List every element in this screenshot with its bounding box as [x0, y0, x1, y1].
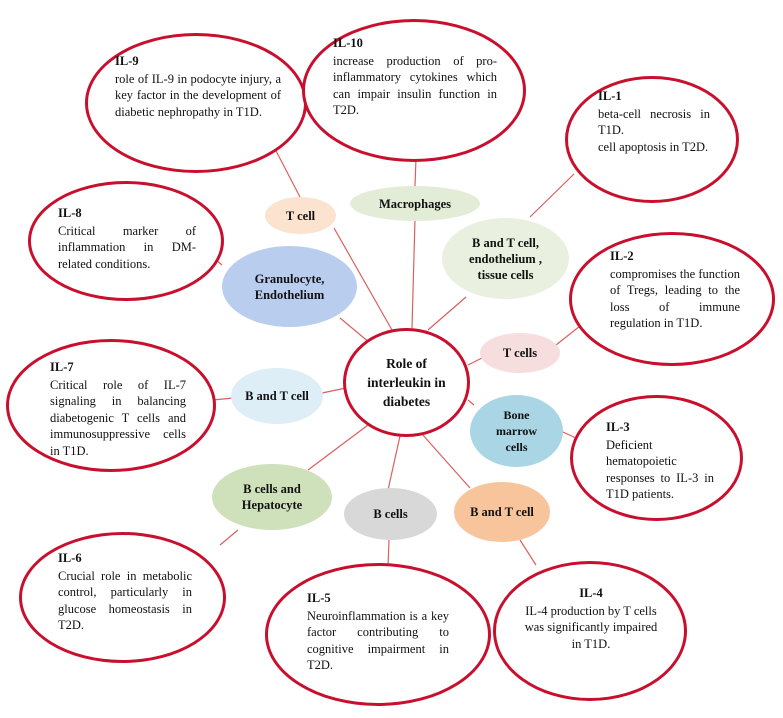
il1-desc-t1d: beta-cell necrosis in T1D. [598, 106, 710, 138]
connector-center-bone-marrow [467, 399, 475, 406]
il1-name: IL-1 [598, 89, 622, 103]
il9-text-block: IL-9 role of IL-9 in podocyte injury, a … [115, 53, 281, 120]
connector-bcells-il5 [387, 539, 390, 568]
cell-b-t-endothelium: B and T cell, endothelium , tissue cells [442, 218, 569, 299]
cell-bone-marrow: Bone marrow cells [470, 395, 563, 467]
il1-text-block: IL-1 beta-cell necrosis in T1D. cell apo… [598, 88, 710, 155]
cell-label: T cells [502, 346, 538, 360]
connector-macrophages-il10 [414, 157, 417, 187]
cell-t-cells: T cells [480, 333, 560, 373]
il4-text-block: IL-4 IL-4 production by T cells was sign… [520, 585, 662, 652]
il5-text-block: IL-5 Neuroinflammation is a key factor c… [307, 590, 449, 674]
connector-center-bt-left [321, 387, 347, 394]
cell-b-t-cell-bottom: B and T cell [454, 482, 550, 542]
cell-label: B cells [373, 507, 408, 521]
il2-name: IL-2 [610, 249, 634, 263]
cell-label: Macrophages [379, 196, 451, 211]
cell-label: Granulocyte, Endothelium [254, 271, 325, 302]
connector-tcells-il2 [555, 325, 581, 346]
il10-name: IL-10 [333, 36, 363, 50]
il10-text-block: IL-10 increase production of pro-inflamm… [333, 35, 497, 119]
connector-center-granulocyte [339, 317, 371, 344]
cell-label: B and T cell [245, 389, 309, 403]
cell-granulocyte: Granulocyte, Endothelium [222, 246, 357, 327]
cell-label: B and T cell, endothelium , tissue cells [469, 235, 542, 282]
il2-text-block: IL-2 compromises the function of Tregs, … [610, 248, 740, 332]
connector-center-tcells [467, 357, 483, 366]
il7-ring [6, 339, 216, 472]
cell-label: B cells and Hepatocyte [241, 482, 303, 512]
il1-desc-t2d: cell apoptosis in T2D. [598, 139, 709, 154]
cell-b-t-cell-left: B and T cell [231, 368, 323, 424]
il7-desc: Critical role of IL-7 signaling in balan… [50, 377, 186, 458]
connector-hepatocyte-il6 [219, 529, 239, 546]
il9-ring [85, 33, 307, 173]
il10-ring [302, 19, 526, 162]
il5-desc: Neuroinflammation is a key factor contri… [307, 608, 449, 673]
il5-name: IL-5 [307, 591, 331, 605]
center-node: Role of interleukin in diabetes [343, 328, 470, 437]
il6-ring [19, 532, 226, 663]
center-title: Role of interleukin in diabetes [367, 356, 446, 409]
connector-center-hepatocyte [307, 424, 369, 471]
il6-text-block: IL-6 Crucial role in metabolic control, … [58, 550, 192, 634]
il4-ring [493, 561, 687, 701]
il6-name: IL-6 [58, 551, 82, 565]
il8-name: IL-8 [58, 206, 82, 220]
cell-macrophages: Macrophages [350, 186, 480, 221]
il10-desc: increase production of pro-inflammatory … [333, 53, 497, 118]
cell-label: Bone marrow cells [495, 408, 538, 454]
connector-btleft-il7 [212, 397, 234, 401]
il7-text-block: IL-7 Critical role of IL-7 signaling in … [50, 359, 186, 459]
il3-text-block: IL-3 Deficient hematopoietic responses t… [606, 419, 714, 503]
il5-ring [265, 563, 491, 706]
cell-b-cells: B cells [344, 488, 437, 540]
il8-desc: Critical marker of inflammation in DM-re… [58, 223, 196, 271]
il8-text-block: IL-8 Critical marker of inflammation in … [58, 205, 196, 272]
cell-b-hepatocyte: B cells and Hepatocyte [212, 464, 332, 530]
il6-desc: Crucial role in metabolic control, parti… [58, 568, 192, 633]
il4-name: IL-4 [579, 586, 603, 600]
il9-desc: role of IL-9 in podocyte injury, a key f… [115, 71, 281, 119]
connector-tcell-il9 [273, 146, 301, 198]
connector-center-macrophages [411, 218, 416, 329]
connector-center-bt-bottom [421, 433, 471, 489]
il9-name: IL-9 [115, 54, 139, 68]
il8-ring [28, 181, 224, 301]
il4-desc: IL-4 production by T cells was significa… [524, 603, 658, 651]
connector-center-bt-endothelium [427, 296, 467, 331]
il3-desc: Deficient hematopoietic responses to IL-… [606, 437, 714, 502]
connector-center-bcells [387, 435, 401, 491]
il3-name: IL-3 [606, 420, 630, 434]
il2-desc: compromises the function of Tregs, leadi… [610, 266, 740, 331]
connector-endothelium-il1 [529, 173, 575, 218]
cell-label: B and T cell [470, 505, 534, 519]
connector-btbottom-il4 [519, 539, 537, 566]
connector-center-tcell-top [333, 227, 393, 331]
il1-ring [565, 76, 739, 203]
il7-name: IL-7 [50, 360, 74, 374]
il2-ring [569, 232, 775, 366]
il3-ring [570, 395, 743, 521]
cell-label: T cell [285, 208, 316, 223]
cell-t-cell-top: T cell [265, 197, 336, 234]
